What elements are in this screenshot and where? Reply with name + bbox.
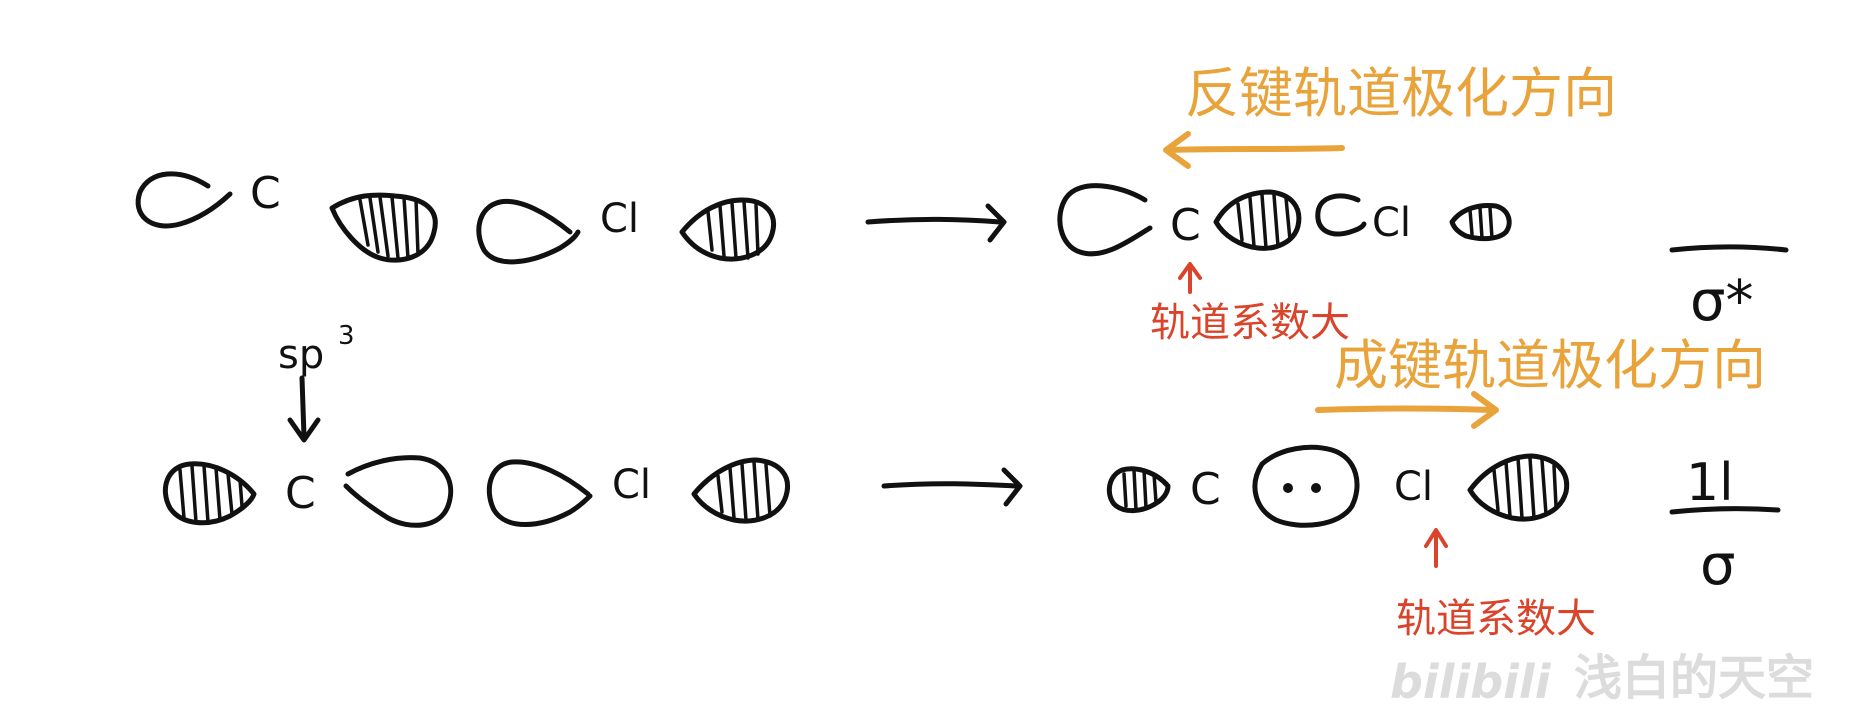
cl-back-lobe-bottom [486,459,593,527]
bottom-coefficient-label: 轨道系数大 [1396,596,1596,642]
antibonding-polarization: 反键轨道极化方向 [1163,62,1617,169]
electron-dot-1 [1283,483,1293,493]
top-reaction-arrow [865,203,1007,243]
c-atom-label-top: C [250,168,281,219]
cl-front-lobe-top [679,197,776,262]
c-front-lobe-bottom [343,455,454,528]
sigma-star-level: σ* [1669,244,1789,334]
cl-back-lobe-top [476,198,581,265]
cl-front-lobe-top-after [1449,203,1512,242]
bottom-coefficient-marker: 轨道系数大 [1396,528,1596,642]
top-coefficient-marker: 轨道系数大 [1150,262,1350,346]
top-coefficient-label: 轨道系数大 [1150,300,1350,346]
antibonding-shift-label: 反键轨道极化方向 [1185,62,1617,125]
cl-atom-label-bottom: Cl [612,462,651,508]
sigma-star-label: σ* [1690,269,1754,334]
cl-back-lobe-top-after [1315,193,1367,237]
bottom-row-after: C Cl [1106,444,1570,528]
c-front-lobe-top [329,192,438,263]
cl-atom-label-bottom-after: Cl [1394,464,1433,510]
c-atom-label-bottom-after: C [1190,464,1221,515]
bonding-shift-label: 成键轨道极化方向 [1334,334,1766,397]
sigma-level: 1l σ [1669,453,1781,598]
cl-front-lobe-bottom [691,457,790,524]
cl-front-lobe-bottom-after [1467,453,1570,522]
antibonding-shift-arrow [1167,145,1345,153]
bilibili-watermark: bilibili 浅白的天空 [1390,650,1814,709]
cl-atom-label-top: Cl [600,196,639,242]
c-back-lobe-top [135,171,233,229]
top-row-before: C Cl [135,168,776,265]
top-row-after: C Cl [1057,183,1512,257]
bonding-polarization: 成键轨道极化方向 [1315,334,1766,429]
c-atom-label-bottom: C [285,468,316,519]
hybridization-label: sp [278,332,324,378]
bonding-shift-arrow [1315,405,1495,413]
bottom-row-before: C Cl [162,455,790,528]
sp3-annotation: sp 3 [278,321,355,443]
bottom-reaction-arrow [881,467,1023,507]
watermark-author: 浅白的天空 [1574,650,1814,706]
c-back-lobe-bottom [162,461,257,526]
sigma-label: σ [1700,533,1736,598]
sigma-electron-pair: 1l [1686,453,1734,513]
c-back-lobe-top-after [1057,183,1153,257]
electron-dot-2 [1311,483,1321,493]
cl-atom-label-top-after: Cl [1372,200,1411,246]
bonding-lobe-electron-pair [1252,444,1360,528]
hybridization-superscript: 3 [338,321,355,351]
c-atom-label-top-after: C [1170,200,1201,251]
bilibili-logo: bilibili [1390,655,1552,709]
c-front-lobe-top-after [1213,189,1302,251]
c-back-lobe-bottom-after [1106,466,1171,513]
